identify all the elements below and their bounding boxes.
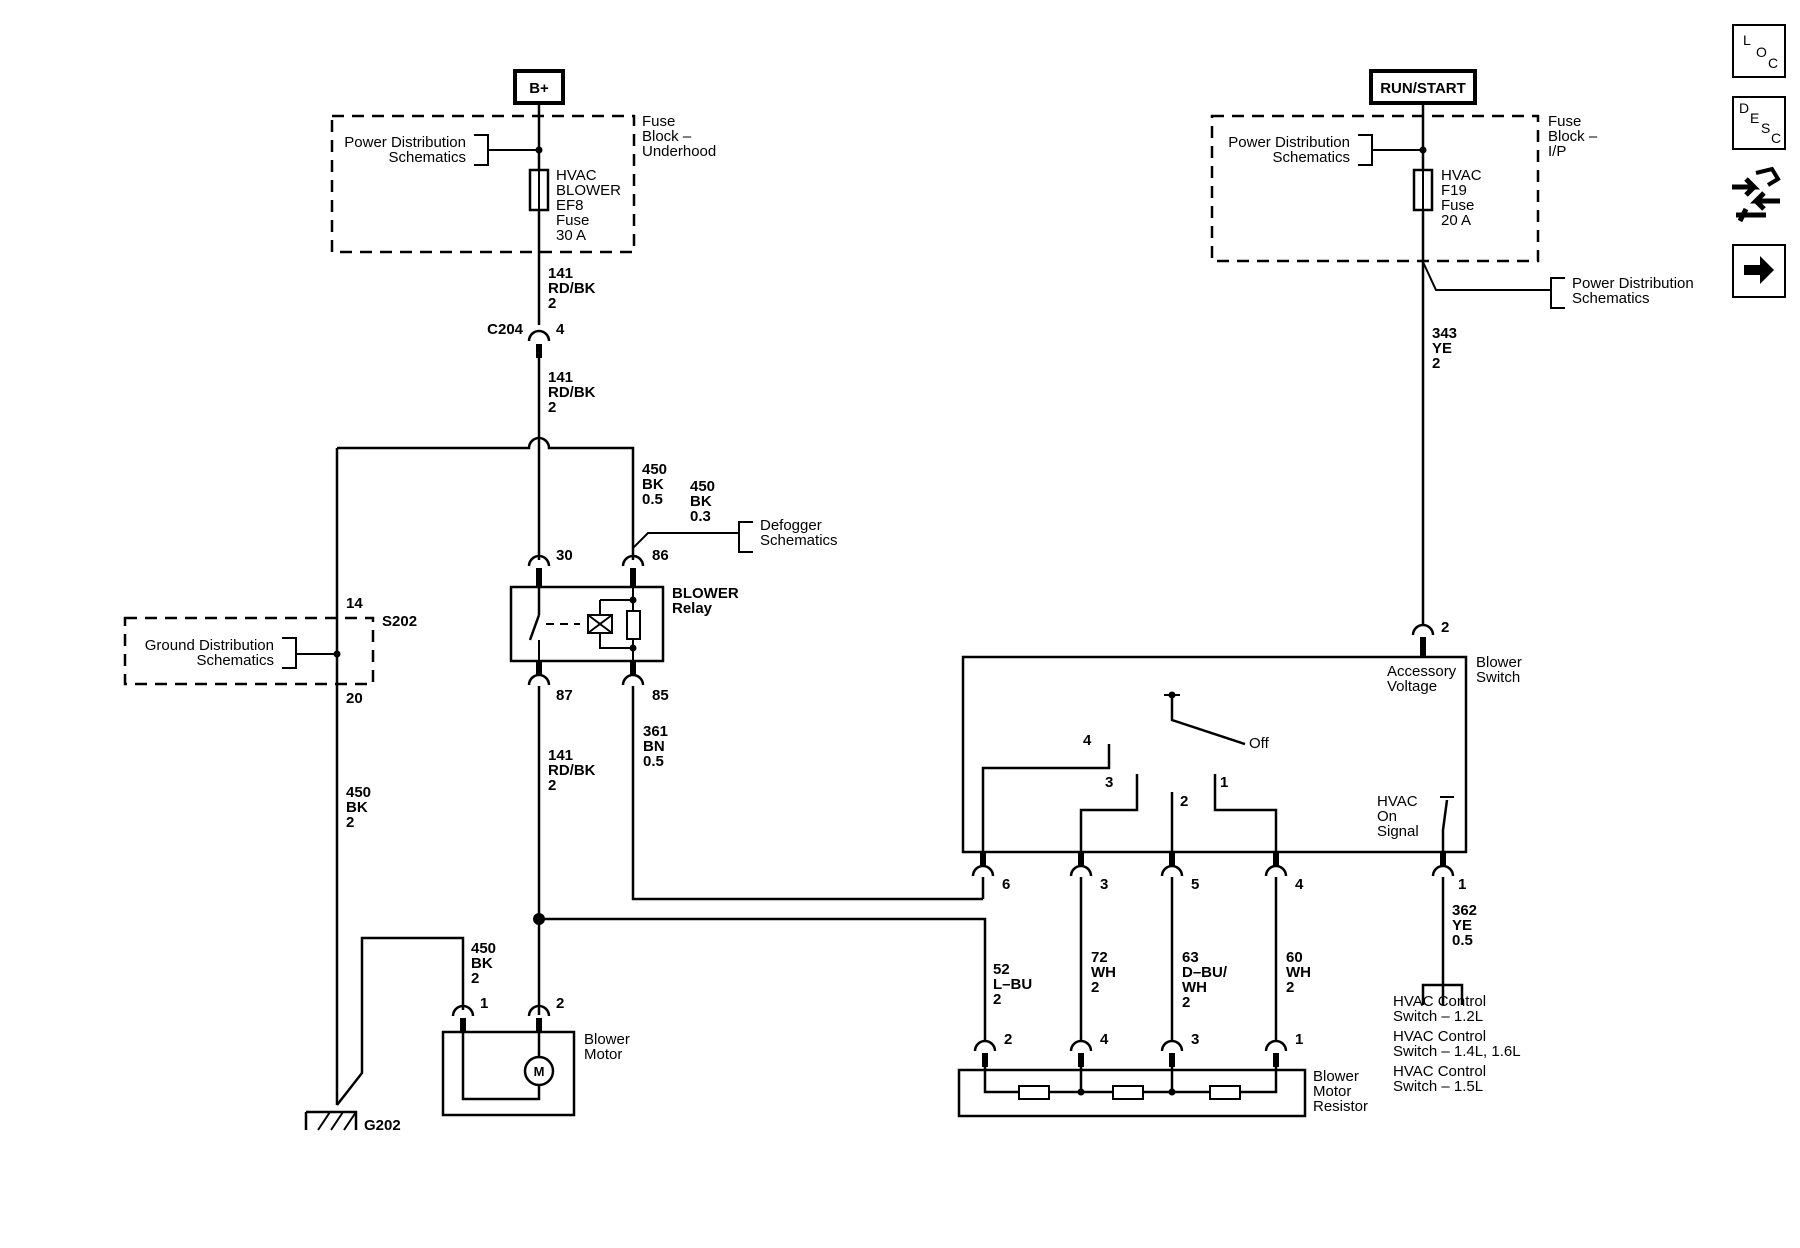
connector-tools-icon[interactable] bbox=[1726, 165, 1786, 227]
desc-letter-e: E bbox=[1750, 110, 1760, 126]
switch-pin-1: 1 bbox=[1458, 876, 1466, 893]
blower-relay bbox=[509, 585, 665, 663]
next-arrow-icon[interactable] bbox=[1732, 244, 1786, 298]
resistor-pin-2: 2 bbox=[1004, 1031, 1012, 1048]
blower-motor-resistor bbox=[957, 1067, 1307, 1118]
relay-pin-86: 86 bbox=[652, 547, 669, 564]
loc-letter-o: O bbox=[1756, 44, 1767, 60]
position-3: 3 bbox=[1105, 774, 1113, 791]
c204-label: C204 bbox=[487, 321, 524, 338]
loc-letter-c: C bbox=[1768, 55, 1779, 71]
switch-bottom-pins bbox=[971, 852, 1455, 877]
position-2: 2 bbox=[1180, 793, 1188, 810]
resistor-pin-3: 3 bbox=[1191, 1031, 1199, 1048]
resistor-pin-1: 1 bbox=[1295, 1031, 1303, 1048]
s202-pin-14: 14 bbox=[346, 595, 363, 612]
loc-letter-l: L bbox=[1743, 32, 1751, 48]
g202-label: G202 bbox=[364, 1117, 401, 1134]
desc-letter-c: C bbox=[1771, 130, 1782, 146]
desc-letter-s: S bbox=[1761, 120, 1771, 136]
blower-motor: M bbox=[441, 1030, 576, 1117]
bplus-supply: B+ bbox=[513, 69, 565, 105]
ground-distribution-box bbox=[123, 616, 375, 686]
position-4: 4 bbox=[1083, 732, 1092, 749]
position-1: 1 bbox=[1220, 774, 1228, 791]
runstart-supply: RUN/START bbox=[1369, 69, 1477, 105]
motor-pin-2: 2 bbox=[556, 995, 564, 1012]
off-label: Off bbox=[1249, 735, 1270, 752]
bplus-label: B+ bbox=[529, 80, 549, 97]
fuse-block-ip bbox=[1210, 114, 1540, 263]
fuse-block-underhood bbox=[330, 114, 636, 254]
switch-in-pin: 2 bbox=[1441, 619, 1449, 636]
s202-pin-20: 20 bbox=[346, 690, 363, 707]
motor-symbol: M bbox=[534, 1064, 545, 1079]
ground-g202 bbox=[304, 1110, 358, 1131]
relay-pin-85: 85 bbox=[652, 687, 669, 704]
connector-c204 bbox=[527, 329, 551, 358]
relay-pin-87: 87 bbox=[556, 687, 573, 704]
resistor-pins bbox=[973, 1039, 1288, 1067]
runstart-label: RUN/START bbox=[1380, 80, 1466, 97]
c204-pin: 4 bbox=[556, 321, 565, 338]
switch-pin-5: 5 bbox=[1191, 876, 1199, 893]
relay-pin-30: 30 bbox=[556, 547, 573, 564]
desc-icon[interactable]: D E S C bbox=[1732, 96, 1786, 150]
switch-pin-3: 3 bbox=[1100, 876, 1108, 893]
loc-icon[interactable]: L O C bbox=[1732, 24, 1786, 78]
motor-pin-1: 1 bbox=[480, 995, 488, 1012]
switch-pin-4: 4 bbox=[1295, 876, 1304, 893]
blower-switch bbox=[961, 655, 1468, 867]
desc-letter-d: D bbox=[1739, 100, 1750, 116]
switch-pin-6: 6 bbox=[1002, 876, 1010, 893]
resistor-pin-4: 4 bbox=[1100, 1031, 1109, 1048]
s202-label: S202 bbox=[382, 613, 417, 630]
